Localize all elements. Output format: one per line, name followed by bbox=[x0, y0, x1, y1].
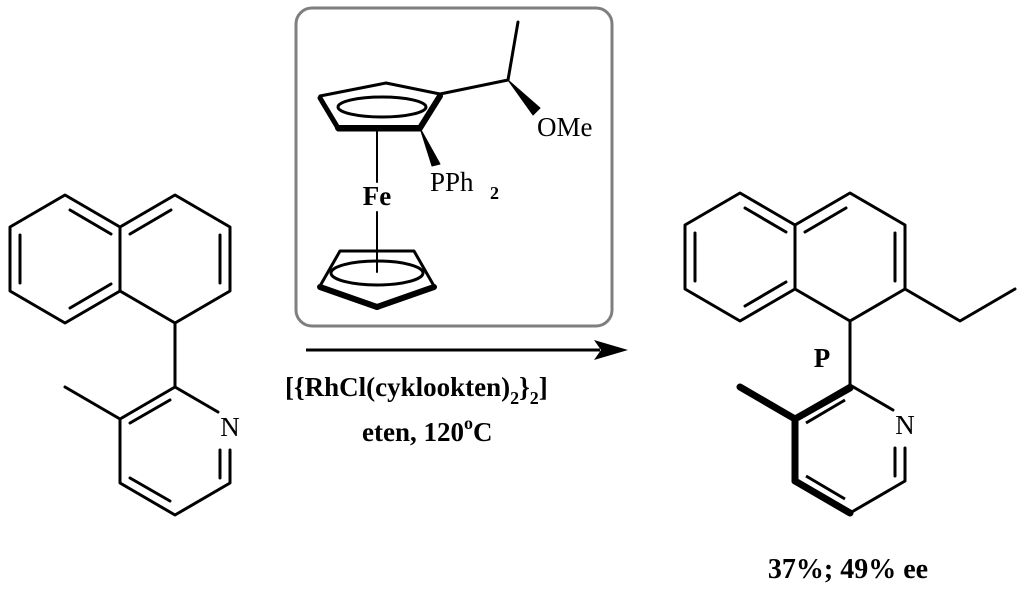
reagent-close-text: ] bbox=[539, 372, 548, 402]
reagent-mid-text: } bbox=[519, 372, 530, 402]
reactant-double-bond bbox=[128, 476, 172, 503]
product-ethyl-group bbox=[903, 287, 1017, 323]
upper-cp-aromatic-circle bbox=[336, 95, 428, 119]
conditions-line-2: eten, 120oC bbox=[362, 413, 492, 447]
degree-superscript: o bbox=[464, 413, 473, 433]
reactant-naphthalene-left-ring bbox=[8, 193, 122, 325]
reaction-arrow-head bbox=[594, 340, 628, 360]
product-yield: 37%; 49% ee bbox=[768, 554, 928, 585]
reactant-double-bond bbox=[68, 208, 113, 236]
cp-front-bold-edge bbox=[317, 284, 380, 310]
phosphine-label: PPh bbox=[430, 167, 474, 197]
product-bold-methyl-bond bbox=[736, 383, 799, 423]
reactant-structure bbox=[8, 193, 232, 517]
lower-cp-aromatic-circle bbox=[329, 259, 425, 287]
ligand-methyl-bond bbox=[506, 20, 520, 82]
reactant-naphthalene-right-ring bbox=[118, 193, 232, 325]
reagent-subscript-1: 2 bbox=[510, 388, 519, 408]
product-naphthalene-right-ring bbox=[793, 191, 907, 323]
reactant-double-bond bbox=[128, 208, 173, 236]
cp-front-bold-edge bbox=[374, 284, 437, 310]
product-naphthalene-left-ring bbox=[683, 191, 797, 323]
ligand-wedge-bond bbox=[507, 79, 541, 116]
temperature-unit: C bbox=[473, 417, 493, 447]
iron-label: Fe bbox=[363, 181, 391, 211]
product-bold-bond bbox=[791, 384, 854, 423]
ferrocene-ligand-structure bbox=[317, 20, 541, 310]
product-nitrogen-label: N bbox=[895, 410, 915, 440]
reactant-nitrogen-label: N bbox=[220, 412, 240, 442]
product-bold-bond bbox=[791, 477, 854, 517]
product-structure bbox=[683, 191, 1017, 515]
phosphine-subscript: 2 bbox=[490, 183, 499, 203]
cp-front-bold-edge bbox=[417, 93, 443, 131]
reagent-line: [{RhCl(cyklookten)2}2] bbox=[285, 372, 548, 408]
product-double-bond bbox=[803, 206, 848, 234]
product-double-bond bbox=[743, 280, 788, 308]
ligand-chain-bond bbox=[438, 78, 510, 96]
axial-chirality-label: P bbox=[814, 343, 831, 373]
product-double-bond bbox=[743, 206, 788, 234]
reactant-pyridine-ring bbox=[118, 385, 232, 517]
conditions-solvent-temp: eten, 120 bbox=[362, 417, 464, 447]
cp-front-bold-edge bbox=[317, 95, 341, 131]
reactant-double-bond bbox=[68, 282, 113, 310]
reagent-open-text: [{RhCl(cyklookten) bbox=[285, 372, 510, 402]
methoxy-label: OMe bbox=[537, 112, 593, 142]
product-inner-double-bonds bbox=[805, 398, 846, 501]
product-double-bond bbox=[805, 474, 846, 501]
reaction-arrow bbox=[306, 340, 628, 360]
reactant-double-bond bbox=[128, 398, 172, 425]
phosphine-wedge-bond bbox=[419, 127, 441, 167]
ligand-box bbox=[294, 6, 614, 328]
reagent-subscript-2: 2 bbox=[530, 388, 539, 408]
reactant-methyl-bond bbox=[63, 385, 122, 421]
product-double-bond bbox=[805, 398, 846, 425]
product-bold-bonds bbox=[736, 383, 854, 517]
